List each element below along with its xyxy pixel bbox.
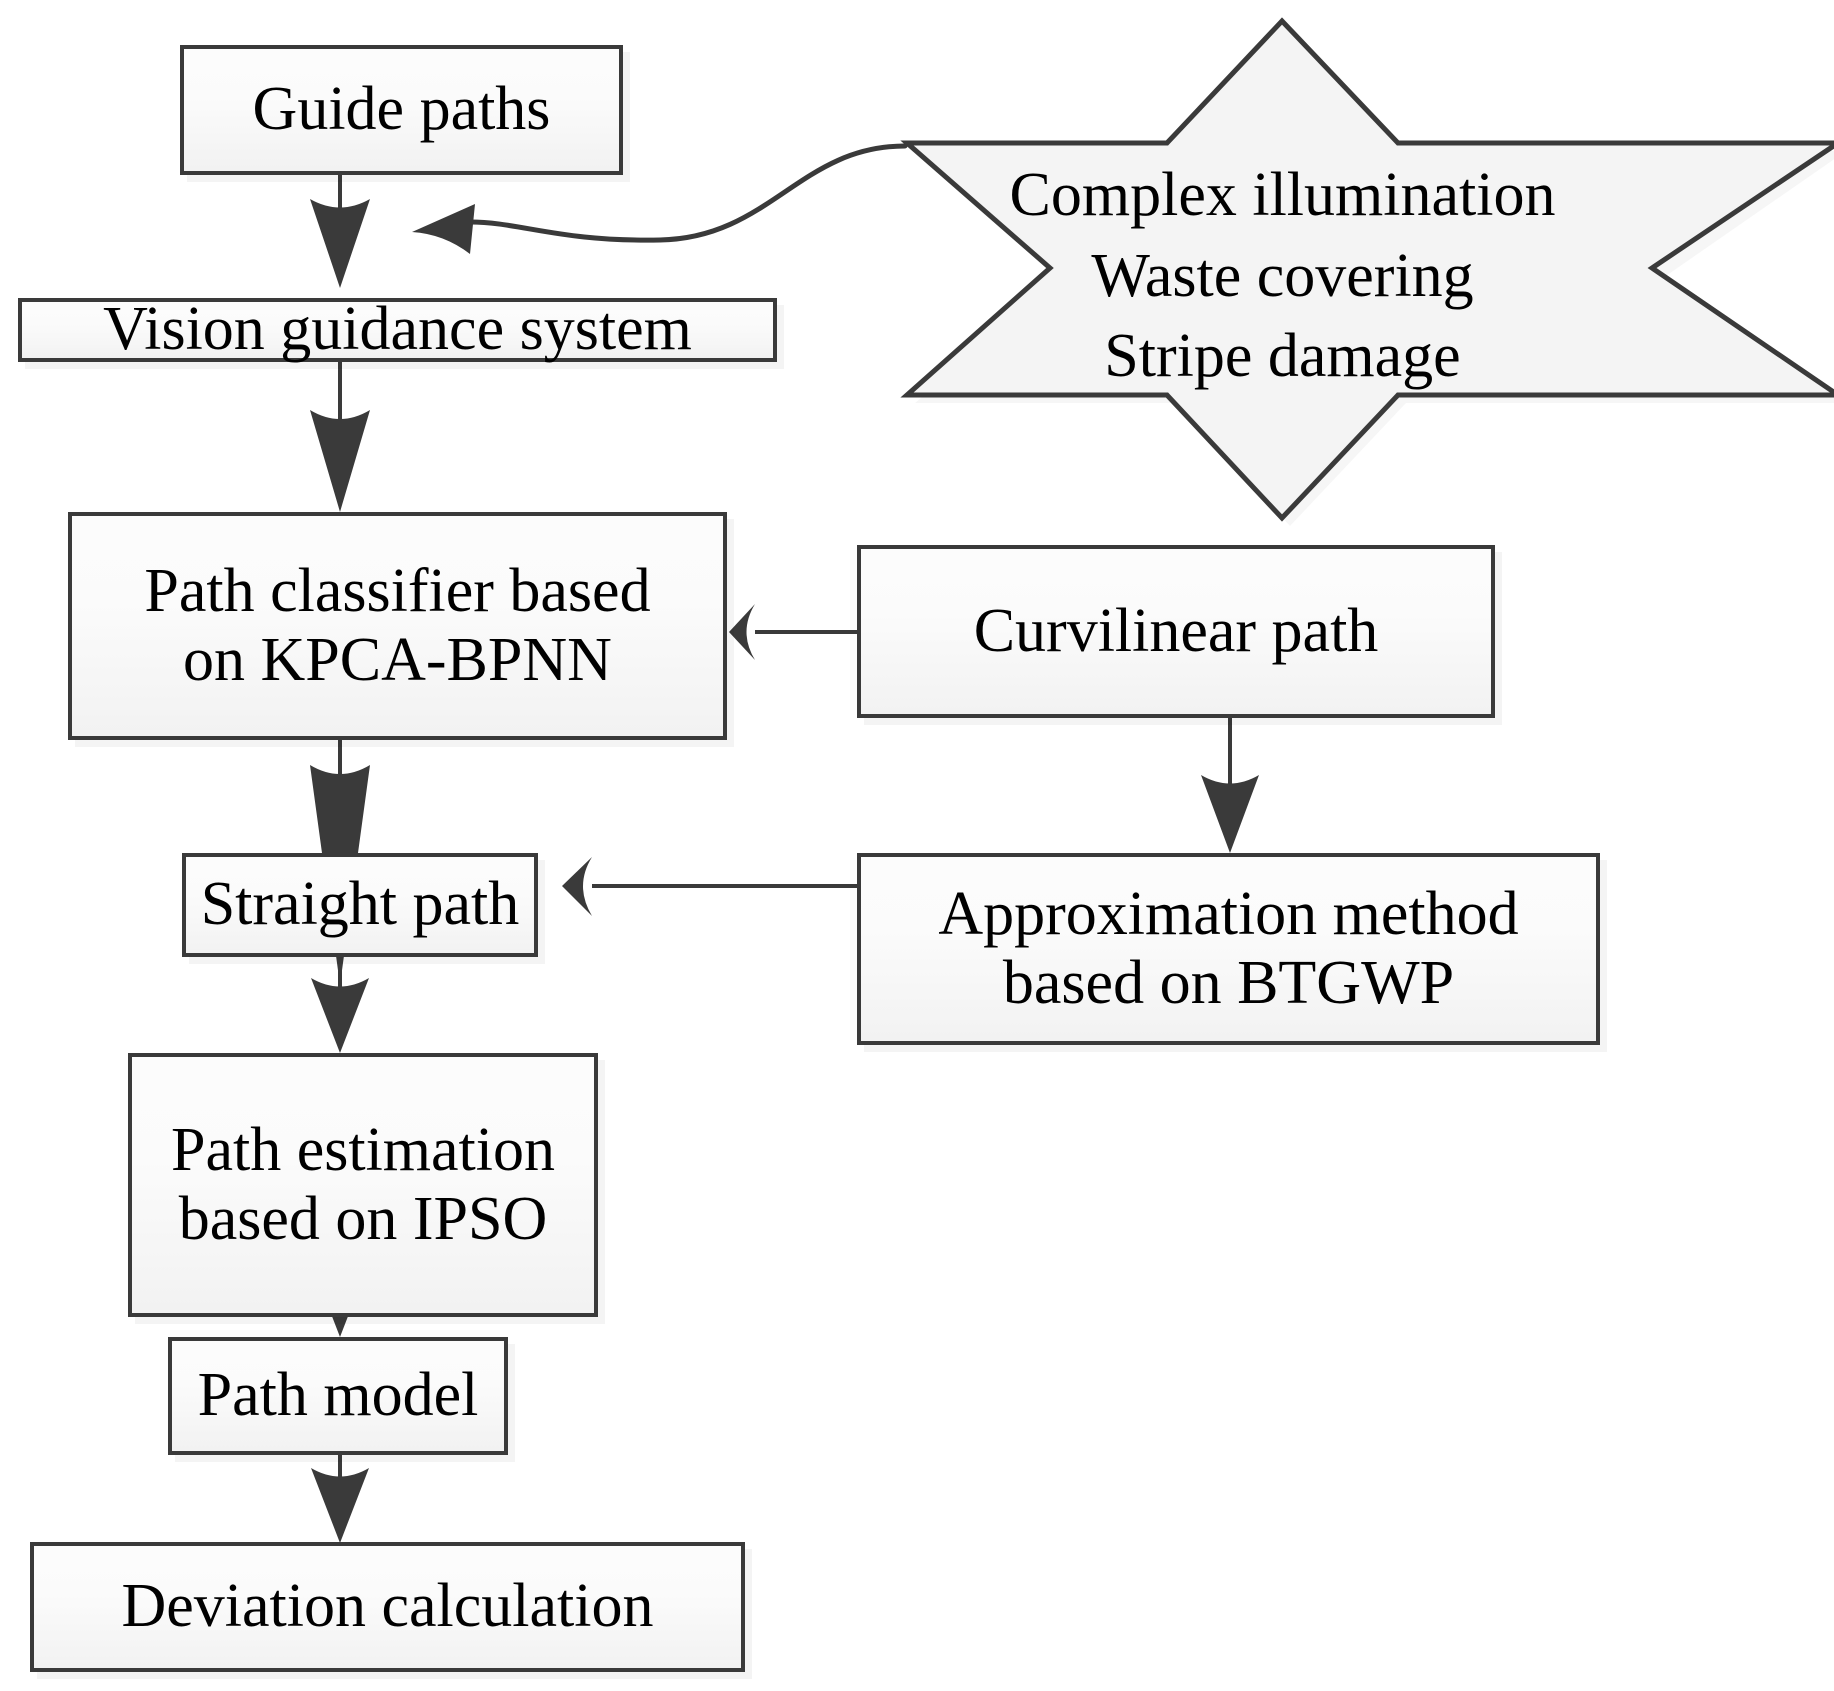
node-straight-path[interactable]: Straight path (182, 853, 538, 957)
node-path-model[interactable]: Path model (168, 1337, 508, 1455)
node-deviation-calculation[interactable]: Deviation calculation (30, 1542, 745, 1672)
edge-star-to-guide-path-link (412, 143, 908, 254)
node-guide-paths[interactable]: Guide paths (180, 45, 623, 175)
node-curvilinear-path[interactable]: Curvilinear path (857, 545, 1495, 718)
edge-curvilinear-path-to-path-classifier (729, 604, 857, 660)
node-path-classifier[interactable]: Path classifier based on KPCA-BPNN (68, 512, 727, 740)
node-path-estimation[interactable]: Path estimation based on IPSO (128, 1053, 598, 1317)
edge-straight-path-to-path-estimation (311, 957, 369, 1053)
node-vision-guidance-system[interactable]: Vision guidance system (18, 295, 777, 363)
disturbances-star-label: Complex illumination Waste covering Stri… (1009, 161, 1556, 391)
edge-guide-paths-to-vision-guidance (310, 175, 370, 288)
node-approximation-method[interactable]: Approximation method based on BTGWP (857, 853, 1600, 1045)
edge-curvilinear-path-to-approximation-method (1201, 718, 1259, 853)
edge-approximation-method-to-straight-path (562, 857, 857, 916)
disturbances-star-shape (900, 17, 1834, 522)
edge-vision-guidance-to-path-classifier (310, 362, 370, 512)
edge-path-model-to-deviation-calculation (311, 1455, 369, 1543)
